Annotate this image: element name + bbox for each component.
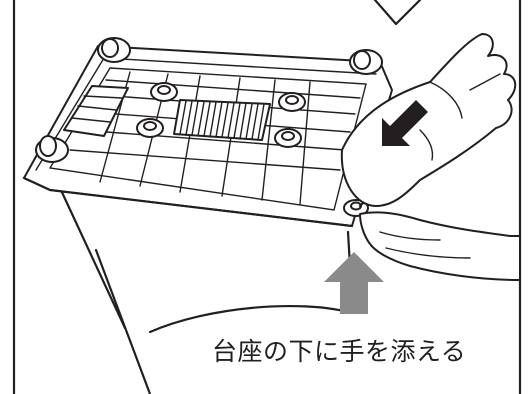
rib-block-left	[63, 85, 129, 137]
screw-boss-3	[136, 118, 164, 138]
right-hand	[340, 33, 517, 207]
vent-grille	[173, 99, 271, 141]
screw-boss-4	[274, 128, 302, 148]
screw-boss-2	[278, 92, 306, 112]
base-ribs	[69, 71, 361, 205]
push-arrow-icon	[382, 100, 428, 146]
caster-top-left	[97, 37, 131, 63]
caster-top-right	[349, 49, 383, 75]
unit-body	[58, 186, 354, 394]
caster-left	[35, 135, 69, 163]
support-arrow-icon	[324, 252, 384, 314]
screw-boss-1	[150, 82, 178, 102]
left-hand	[359, 211, 521, 281]
callout-border	[12, 0, 522, 394]
caption-text: 台座の下に手を添える	[212, 337, 467, 366]
